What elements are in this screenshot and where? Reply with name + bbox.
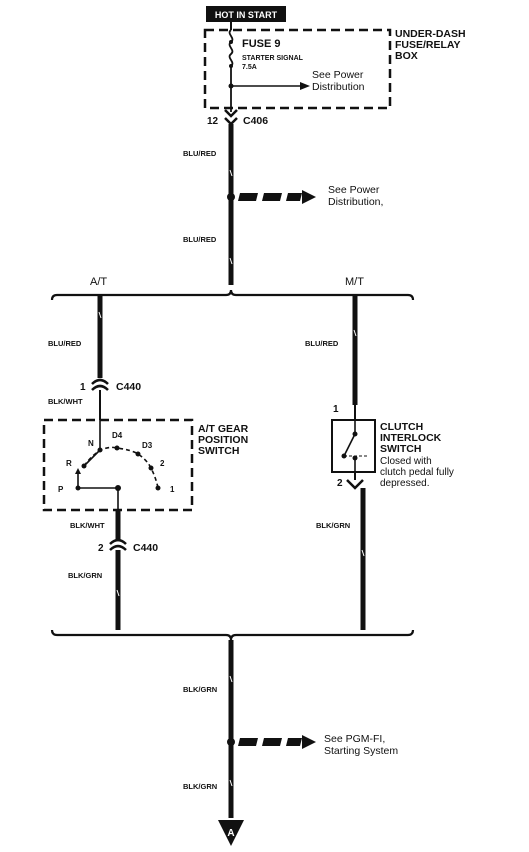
wire-label-mt-blk-grn: BLK/GRN	[316, 521, 350, 530]
clutch-interlock-switch-box	[331, 419, 376, 473]
arrow-up-icon	[75, 468, 81, 474]
wire-label-blk-grn-1: BLK/GRN	[183, 685, 217, 694]
branch-at-label: A/T	[90, 276, 107, 288]
wire-label-at-blu-red: BLU/RED	[48, 339, 82, 348]
fuse-9-symbol	[228, 29, 234, 67]
c406-pin: 12	[207, 116, 219, 127]
terminal-a-arrow-icon	[218, 820, 244, 846]
box-label-line1: UNDER-DASH	[395, 28, 466, 40]
wire-label-blu-red-2: BLU/RED	[183, 235, 217, 244]
hot-in-start-badge	[206, 6, 286, 22]
hot-in-start-label: HOT IN START	[215, 10, 278, 20]
fuse-name: FUSE 9	[242, 38, 281, 50]
pos-p: P	[58, 485, 64, 494]
c440-name-1: C440	[116, 381, 141, 393]
box-label-line2: FUSE/RELAY	[395, 39, 461, 51]
c440-pin2: 2	[98, 543, 104, 554]
pos-2: 2	[160, 459, 165, 468]
wire-label-at-blk-wht-2: BLK/WHT	[70, 521, 105, 530]
c406-connector	[224, 109, 238, 118]
pos-1: 1	[170, 485, 175, 494]
wire-label-mt-blu-red: BLU/RED	[305, 339, 339, 348]
c440-name-2: C440	[133, 542, 158, 554]
wire-label-blu-red-1: BLU/RED	[183, 149, 217, 158]
pos-d3: D3	[142, 441, 153, 450]
pos-r: R	[66, 459, 72, 468]
splice-point-power	[227, 193, 235, 201]
switch-contact-d4	[114, 445, 120, 451]
box-label-line3: BOX	[395, 50, 418, 62]
c440-pin2-connector	[109, 538, 127, 545]
at-switch-label-2: POSITION	[198, 434, 248, 446]
clutch-pin1: 1	[333, 404, 339, 415]
terminal-a-label: A	[227, 828, 234, 839]
c440-pin1-connector	[91, 378, 109, 385]
lower-branch-bus	[50, 629, 415, 641]
see-power-dist-1: See Power	[328, 184, 380, 196]
wire-label-at-blk-grn: BLK/GRN	[68, 571, 102, 580]
clutch-pin2-connector	[346, 479, 364, 490]
c406-name: C406	[243, 115, 268, 127]
at-switch-label-1: A/T GEAR	[198, 423, 249, 435]
see-power-dist-2: Distribution,	[328, 196, 383, 208]
arrow-right-icon	[302, 735, 316, 749]
see-power-text-2: Distribution	[312, 81, 365, 93]
see-pgm-1: See PGM-FI,	[324, 733, 385, 745]
clutch-note-1: Closed with	[380, 456, 432, 467]
at-switch-label-3: SWITCH	[198, 445, 239, 457]
arrow-right-icon	[300, 82, 310, 90]
fuse-rating: 7.5A	[242, 64, 257, 71]
see-pgm-2: Starting System	[324, 745, 398, 757]
clutch-note-3: depressed.	[380, 478, 429, 489]
upper-branch-bus	[50, 289, 415, 301]
pos-n: N	[88, 439, 94, 448]
pos-d4: D4	[112, 431, 123, 440]
wire-label-at-blk-wht-1: BLK/WHT	[48, 397, 83, 406]
clutch-label-3: SWITCH	[380, 443, 421, 455]
wire-label-blk-grn-2: BLK/GRN	[183, 782, 217, 791]
clutch-note-2: clutch pedal fully	[380, 467, 454, 478]
clutch-pin2: 2	[337, 478, 343, 489]
fuse-signal: STARTER SIGNAL	[242, 55, 304, 62]
branch-mt-label: M/T	[345, 276, 364, 288]
c440-pin1: 1	[80, 382, 86, 393]
clutch-label-1: CLUTCH	[380, 421, 423, 433]
clutch-label-2: INTERLOCK	[380, 432, 442, 444]
arrow-right-icon	[302, 190, 316, 204]
see-power-text-1: See Power	[312, 69, 364, 81]
splice-point-pgm	[227, 738, 235, 746]
switch-contact-1	[155, 485, 161, 491]
under-dash-fuse-relay-box	[203, 28, 392, 110]
